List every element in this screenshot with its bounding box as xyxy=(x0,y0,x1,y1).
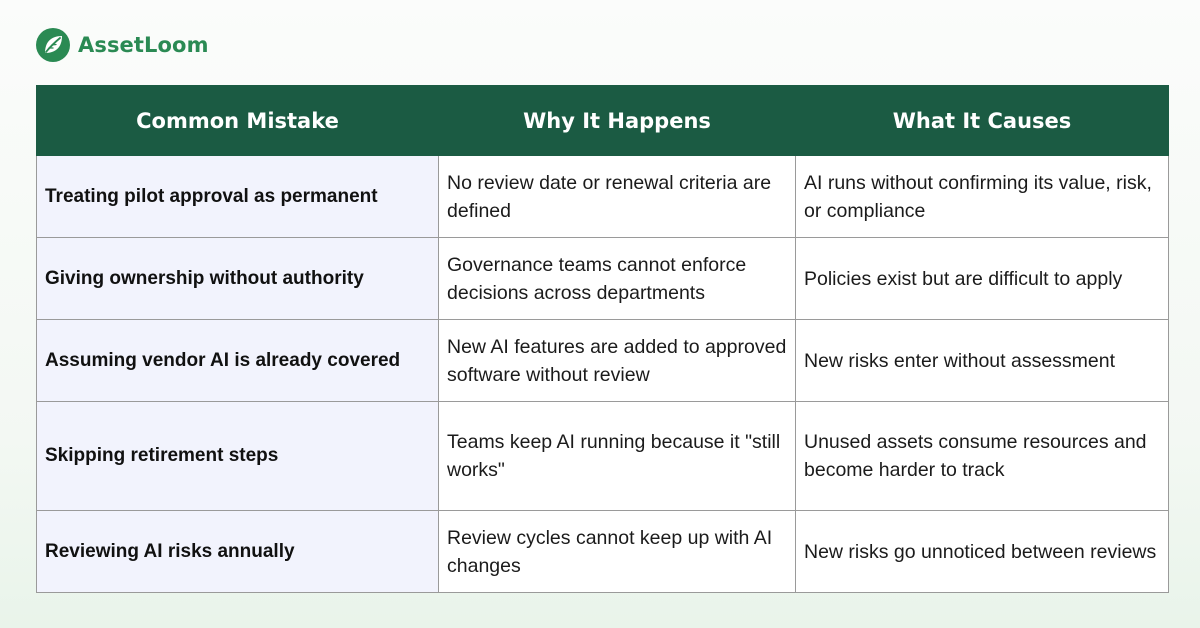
table-header-row: Common Mistake Why It Happens What It Ca… xyxy=(36,85,1169,156)
reason-cell: Teams keep AI running because it "still … xyxy=(438,401,796,511)
table-row: Assuming vendor AI is already covered Ne… xyxy=(36,319,1169,402)
consequence-cell: Policies exist but are difficult to appl… xyxy=(795,237,1169,320)
consequence-cell: New risks go unnoticed between reviews xyxy=(795,510,1169,593)
table-row: Giving ownership without authority Gover… xyxy=(36,237,1169,320)
consequence-cell: AI runs without confirming its value, ri… xyxy=(795,155,1169,238)
leaf-logo-icon xyxy=(36,28,70,62)
consequence-cell: Unused assets consume resources and beco… xyxy=(795,401,1169,511)
reason-cell: No review date or renewal criteria are d… xyxy=(438,155,796,238)
mistake-cell: Reviewing AI risks annually xyxy=(36,510,439,593)
table-row: Reviewing AI risks annually Review cycle… xyxy=(36,510,1169,593)
column-header-what-it-causes: What It Causes xyxy=(795,85,1169,156)
reason-cell: Review cycles cannot keep up with AI cha… xyxy=(438,510,796,593)
mistake-cell: Assuming vendor AI is already covered xyxy=(36,319,439,402)
brand-name: AssetLoom xyxy=(78,33,209,57)
column-header-common-mistake: Common Mistake xyxy=(36,85,439,156)
brand-logo: AssetLoom xyxy=(36,28,209,62)
mistake-cell: Skipping retirement steps xyxy=(36,401,439,511)
table-row: Skipping retirement steps Teams keep AI … xyxy=(36,401,1169,511)
mistake-cell: Giving ownership without authority xyxy=(36,237,439,320)
mistakes-table: Common Mistake Why It Happens What It Ca… xyxy=(36,85,1169,593)
reason-cell: New AI features are added to approved so… xyxy=(438,319,796,402)
mistake-cell: Treating pilot approval as permanent xyxy=(36,155,439,238)
reason-cell: Governance teams cannot enforce decision… xyxy=(438,237,796,320)
table-row: Treating pilot approval as permanent No … xyxy=(36,155,1169,238)
column-header-why-it-happens: Why It Happens xyxy=(438,85,796,156)
consequence-cell: New risks enter without assessment xyxy=(795,319,1169,402)
